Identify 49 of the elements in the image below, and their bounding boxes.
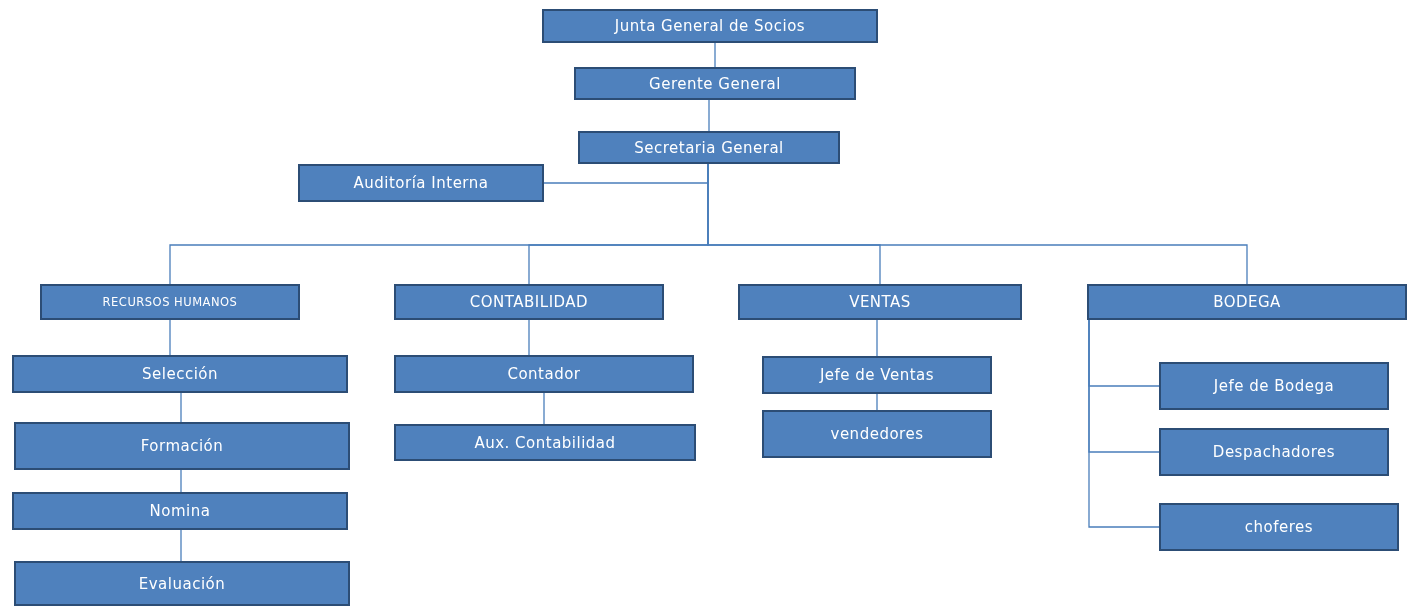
box-label: BODEGA xyxy=(1213,293,1281,311)
connector-line xyxy=(1088,319,1160,528)
box-label: Jefe de Ventas xyxy=(819,366,935,384)
box-label: Despachadores xyxy=(1212,443,1336,461)
box-label: Junta General de Socios xyxy=(614,17,806,35)
connector-line xyxy=(169,319,171,356)
org-box xyxy=(394,284,664,320)
connector-line xyxy=(180,392,182,423)
connector-line xyxy=(180,469,182,493)
org-box xyxy=(12,492,348,530)
connector-line xyxy=(180,529,182,562)
box-label: Auditoría Interna xyxy=(353,174,489,192)
box-label: Nomina xyxy=(149,502,211,520)
box-label: vendedores xyxy=(830,425,924,443)
box-label: Aux. Contabilidad xyxy=(474,433,616,452)
box-label: Contador xyxy=(507,365,581,383)
org-box xyxy=(40,284,300,320)
connector-line xyxy=(708,99,710,132)
connector-line xyxy=(876,319,878,357)
org-box xyxy=(542,9,878,43)
org-box xyxy=(14,561,350,606)
org-box xyxy=(738,284,1022,320)
connector-line xyxy=(543,392,545,425)
box-label: Formación xyxy=(140,437,224,455)
org-box xyxy=(14,422,350,470)
org-box xyxy=(574,67,856,100)
org-box xyxy=(1159,428,1389,476)
connector-line xyxy=(714,42,716,68)
box-label: Evaluación xyxy=(138,574,226,593)
box-label: VENTAS xyxy=(849,293,911,311)
org-box xyxy=(1159,362,1389,410)
org-box xyxy=(762,410,992,458)
box-label: RECURSOS HUMANOS xyxy=(102,295,238,309)
org-box xyxy=(762,356,992,394)
org-box xyxy=(394,355,694,393)
box-label: Jefe de Bodega xyxy=(1213,377,1335,395)
org-box xyxy=(1159,503,1399,551)
connector-line xyxy=(528,319,530,356)
box-label: CONTABILIDAD xyxy=(469,293,589,311)
box-label: Secretaria General xyxy=(634,138,784,157)
box-label: Selección xyxy=(142,365,218,383)
box-label: Gerente General xyxy=(649,74,781,93)
org-box xyxy=(12,355,348,393)
connector-line xyxy=(876,393,878,411)
org-box xyxy=(1087,284,1407,320)
org-box xyxy=(394,424,696,461)
org-box xyxy=(298,164,544,202)
box-label: choferes xyxy=(1244,518,1314,536)
org-box xyxy=(578,131,840,164)
